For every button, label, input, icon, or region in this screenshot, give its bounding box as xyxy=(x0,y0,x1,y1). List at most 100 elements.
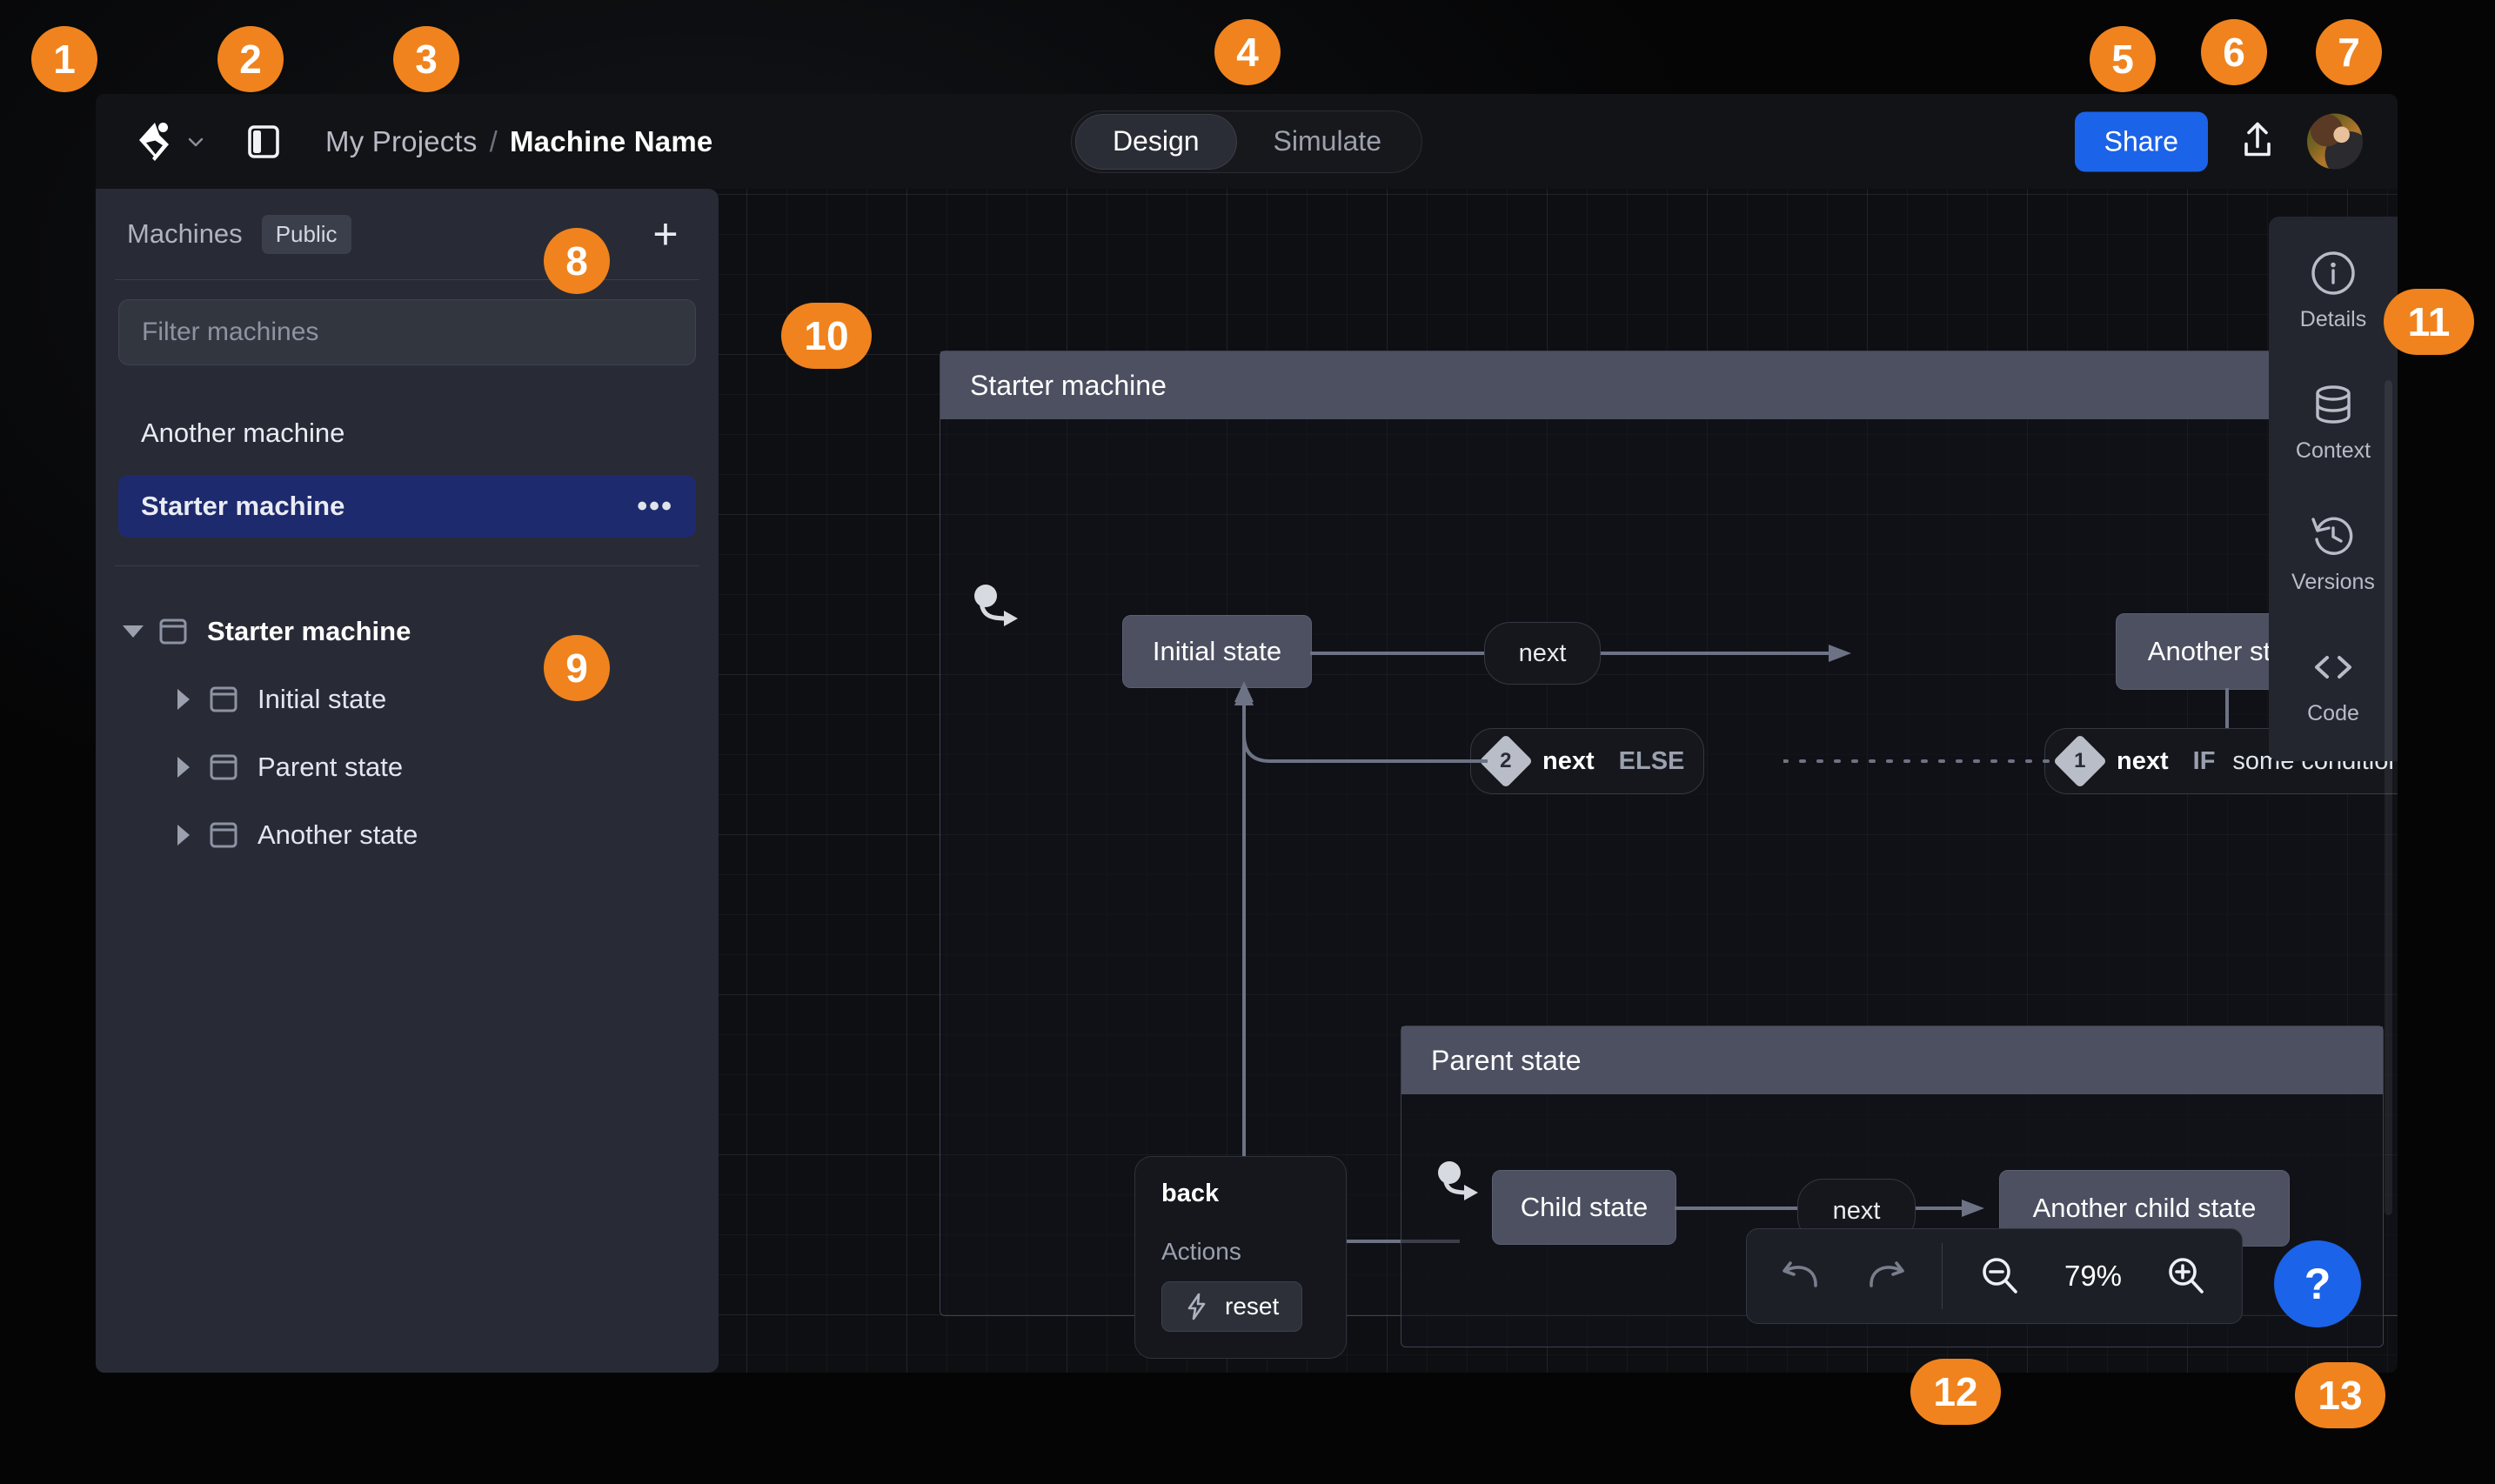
redo-button[interactable] xyxy=(1848,1240,1921,1313)
sidebar-header: Machines Public + xyxy=(96,189,719,279)
callout-9: 9 xyxy=(544,635,610,701)
zoom-in-button[interactable] xyxy=(2150,1240,2223,1313)
tree-item-starter-machine[interactable]: Starter machine xyxy=(120,598,694,665)
guard-chain-dotted-line xyxy=(1783,759,2062,763)
list-item-another-machine[interactable]: Another machine xyxy=(118,402,696,465)
tree-item-label: Parent state xyxy=(258,752,404,782)
machine-name: Starter machine xyxy=(141,491,345,521)
tree-item-parent-state[interactable]: Parent state xyxy=(120,733,694,801)
callout-1: 1 xyxy=(31,26,97,92)
zoom-out-button[interactable] xyxy=(1963,1240,2037,1313)
state-node-child[interactable]: Child state xyxy=(1492,1170,1676,1245)
code-brackets-icon xyxy=(2315,656,2351,678)
tree-item-another-state[interactable]: Another state xyxy=(120,801,694,869)
database-icon xyxy=(2316,385,2351,424)
tree-item-label: Starter machine xyxy=(207,616,411,646)
avatar[interactable] xyxy=(2307,113,2363,170)
chevron-right-icon[interactable] xyxy=(171,822,197,848)
history-clock-icon xyxy=(2311,517,2353,555)
callout-3: 3 xyxy=(393,26,459,92)
breadcrumb-current[interactable]: Machine Name xyxy=(509,124,713,157)
sidebar-divider-bottom xyxy=(115,565,699,566)
search-input[interactable] xyxy=(118,299,696,365)
breadcrumb-parent[interactable]: My Projects xyxy=(325,124,478,157)
initial-state-marker-dot xyxy=(974,585,997,607)
list-item-starter-machine[interactable]: Starter machine ••• xyxy=(118,475,696,538)
machines-sidebar: Machines Public + Another machine Starte… xyxy=(96,189,719,1373)
machine-list: Another machine Starter machine ••• xyxy=(96,379,719,565)
tab-simulate[interactable]: Simulate xyxy=(1273,125,1382,157)
zoom-level-value[interactable]: 79% xyxy=(2064,1260,2123,1292)
zoom-toolbar: 79% xyxy=(1746,1228,2243,1324)
event-box-action-reset[interactable]: reset xyxy=(1161,1281,1303,1332)
top-bar: My Projects / Machine Name Design Simula… xyxy=(96,94,2398,189)
zoom-in-icon xyxy=(2169,1258,2204,1293)
help-button[interactable]: ? xyxy=(2274,1240,2361,1327)
callout-7: 7 xyxy=(2316,19,2382,85)
bolt-icon xyxy=(1187,1293,1206,1320)
parent-initial-marker-dot xyxy=(1438,1161,1461,1184)
callout-5: 5 xyxy=(2090,26,2156,92)
event-box-back[interactable]: back Actions reset xyxy=(1134,1156,1347,1359)
callout-10: 10 xyxy=(781,303,872,369)
canvas-vertical-scrollbar[interactable] xyxy=(2385,380,2392,1215)
callout-6: 6 xyxy=(2201,19,2267,85)
guard-keyword-else: ELSE xyxy=(1618,746,1685,775)
mode-tabs: Design Simulate xyxy=(1070,110,1423,173)
tool-rail: Details Context Vers xyxy=(2269,217,2398,761)
callout-12: 12 xyxy=(1910,1359,2001,1425)
logo-menu[interactable] xyxy=(130,115,212,169)
event-pill-next-1[interactable]: next xyxy=(1484,622,1601,685)
upload-share-icon xyxy=(2244,122,2271,157)
share-button[interactable]: Share xyxy=(2074,111,2208,171)
sidebar-title: Machines xyxy=(127,218,243,249)
machine-name: Another machine xyxy=(141,418,345,448)
rail-item-code[interactable]: Code xyxy=(2269,633,2398,735)
state-node-initial[interactable]: Initial state xyxy=(1122,615,1312,688)
chevron-down-icon xyxy=(188,137,204,146)
chevron-right-icon[interactable] xyxy=(171,754,197,780)
new-machine-button[interactable]: + xyxy=(652,210,679,258)
tab-design[interactable]: Design xyxy=(1074,113,1237,170)
rail-label: Context xyxy=(2295,438,2371,463)
rail-item-versions[interactable]: Versions xyxy=(2269,502,2398,604)
state-machine-diagram: Starter machine Initial state next Anoth… xyxy=(96,189,2398,1373)
topbar-left-group: My Projects / Machine Name xyxy=(96,115,712,169)
state-node-icon xyxy=(159,618,187,645)
callout-4: 4 xyxy=(1214,19,1281,85)
transition-edge-initial-to-another xyxy=(1310,645,1851,662)
chevron-right-icon[interactable] xyxy=(171,686,197,712)
topbar-right-group: Share xyxy=(2074,111,2363,171)
chevron-down-icon[interactable] xyxy=(120,618,146,645)
undo-arrow-icon xyxy=(1783,1261,1817,1287)
parent-initial-arrow-icon xyxy=(1442,1174,1478,1200)
tree-item-label: Initial state xyxy=(258,684,387,714)
tree-item-initial-state[interactable]: Initial state xyxy=(120,665,694,733)
rail-item-context[interactable]: Context xyxy=(2269,371,2398,472)
undo-button[interactable] xyxy=(1766,1240,1839,1313)
filter-row xyxy=(96,280,719,379)
panel-toggle[interactable] xyxy=(244,122,284,162)
event-box-actions-label: Actions xyxy=(1161,1238,1241,1265)
canvas[interactable]: Starter machine Initial state next Anoth… xyxy=(96,189,2398,1373)
machine-frame-title: Starter machine xyxy=(940,351,2398,419)
visibility-badge[interactable]: Public xyxy=(261,214,351,254)
event-box-title: back xyxy=(1161,1180,1220,1207)
more-horizontal-icon[interactable]: ••• xyxy=(637,489,673,523)
event-box-action-label: reset xyxy=(1225,1293,1280,1320)
callout-13: 13 xyxy=(2295,1362,2385,1428)
machine-tree: Starter machine Initial state xyxy=(96,566,719,869)
guard-keyword-if: IF xyxy=(2192,746,2216,775)
initial-state-arrow-icon xyxy=(979,598,1018,626)
callout-8: 8 xyxy=(544,228,610,294)
redo-arrow-icon xyxy=(1870,1261,1904,1287)
rail-label: Code xyxy=(2307,701,2359,725)
export-button[interactable] xyxy=(2234,118,2281,165)
zoom-out-icon xyxy=(1983,1258,2017,1293)
sidebar-divider-top xyxy=(115,279,699,280)
state-node-icon xyxy=(210,686,237,712)
guard-pill-next-else[interactable]: 2 next ELSE xyxy=(1470,728,1705,794)
app-window: My Projects / Machine Name Design Simula… xyxy=(96,94,2398,1373)
callout-11: 11 xyxy=(2384,289,2474,355)
rail-item-details[interactable]: Details xyxy=(2269,239,2398,341)
